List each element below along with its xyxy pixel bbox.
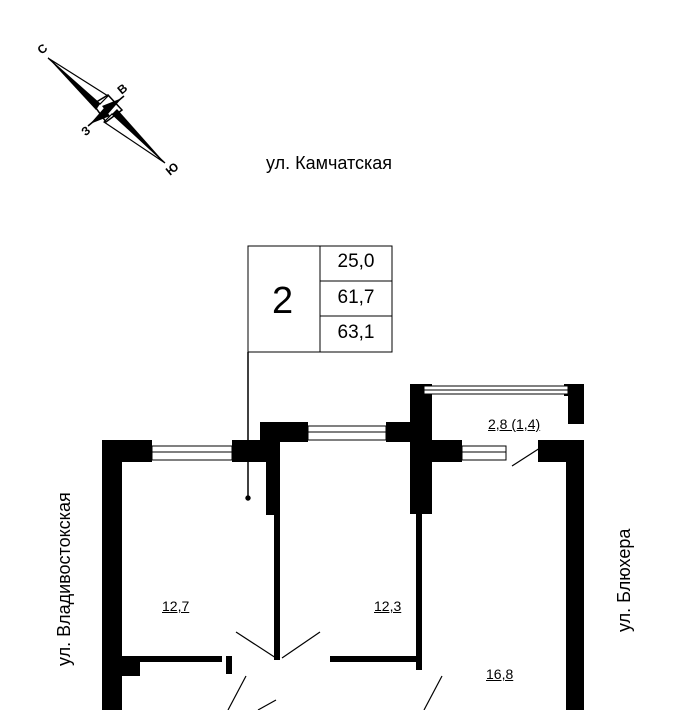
living-area-value: 25,0 — [337, 251, 375, 272]
rooms-count: 2 — [272, 280, 294, 322]
room-area-kitchen: 16,8 — [486, 666, 514, 682]
total-with-balcony-value: 63,1 — [337, 322, 375, 343]
doors — [227, 445, 547, 710]
room-area-middle: 12,3 — [374, 598, 402, 614]
street-left-label: ул. Владивостокская — [54, 492, 74, 666]
compass-icon — [47, 57, 166, 164]
street-top-label: ул. Камчатская — [266, 153, 393, 173]
total-area-value: 61,7 — [337, 287, 375, 308]
windows — [151, 385, 569, 461]
room-area-left: 12,7 — [162, 598, 190, 614]
walls — [102, 384, 584, 710]
info-box — [245, 245, 393, 501]
room-area-balcony: 2,8 (1,4) — [488, 416, 541, 432]
street-right-label: ул. Блюхера — [614, 528, 634, 632]
